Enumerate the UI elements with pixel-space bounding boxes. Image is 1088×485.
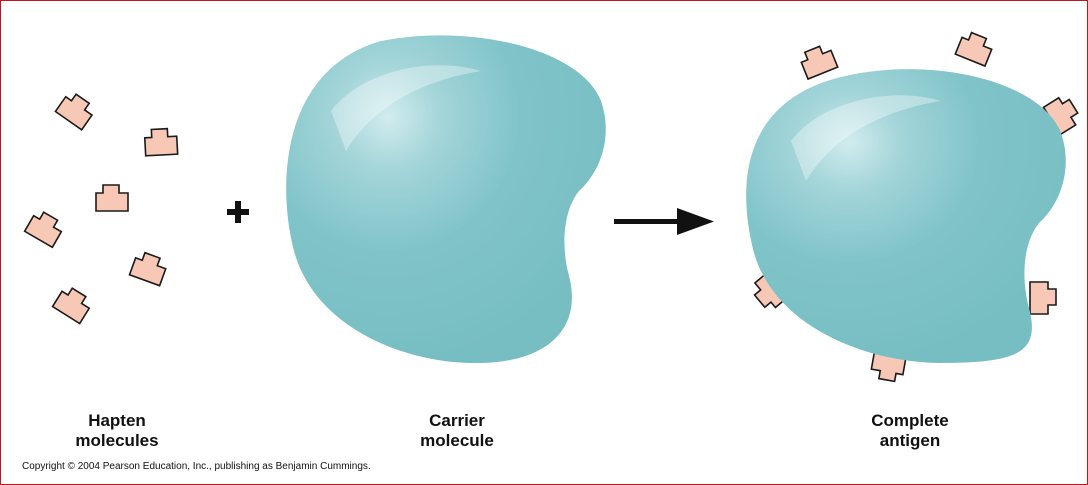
complete-antigen <box>746 30 1082 383</box>
bound-hapten <box>1030 282 1056 314</box>
carrier-molecule <box>286 35 606 363</box>
hapten-molecule <box>144 128 177 156</box>
hapten-molecule <box>96 185 128 211</box>
copyright-notice: Copyright © 2004 Pearson Education, Inc.… <box>22 461 371 472</box>
plus-icon <box>227 201 249 223</box>
hapten-molecule <box>55 90 96 130</box>
hapten-group <box>25 90 178 323</box>
hapten-molecule <box>130 250 169 285</box>
carrier-label-line2: molecule <box>357 431 557 451</box>
hapten-label: Hapten molecules <box>17 411 217 451</box>
bound-hapten <box>955 30 994 66</box>
hapten-molecule <box>25 209 66 248</box>
bound-hapten <box>798 43 837 79</box>
antigen-label-line2: antigen <box>810 431 1010 451</box>
right-arrow-icon <box>614 208 714 235</box>
hapten-label-line2: molecules <box>17 431 217 451</box>
carrier-label-line1: Carrier <box>357 411 557 431</box>
antigen-label-line1: Complete <box>810 411 1010 431</box>
hapten-molecule <box>53 284 94 323</box>
hapten-label-line1: Hapten <box>17 411 217 431</box>
antigen-label: Complete antigen <box>810 411 1010 451</box>
carrier-label: Carrier molecule <box>357 411 557 451</box>
